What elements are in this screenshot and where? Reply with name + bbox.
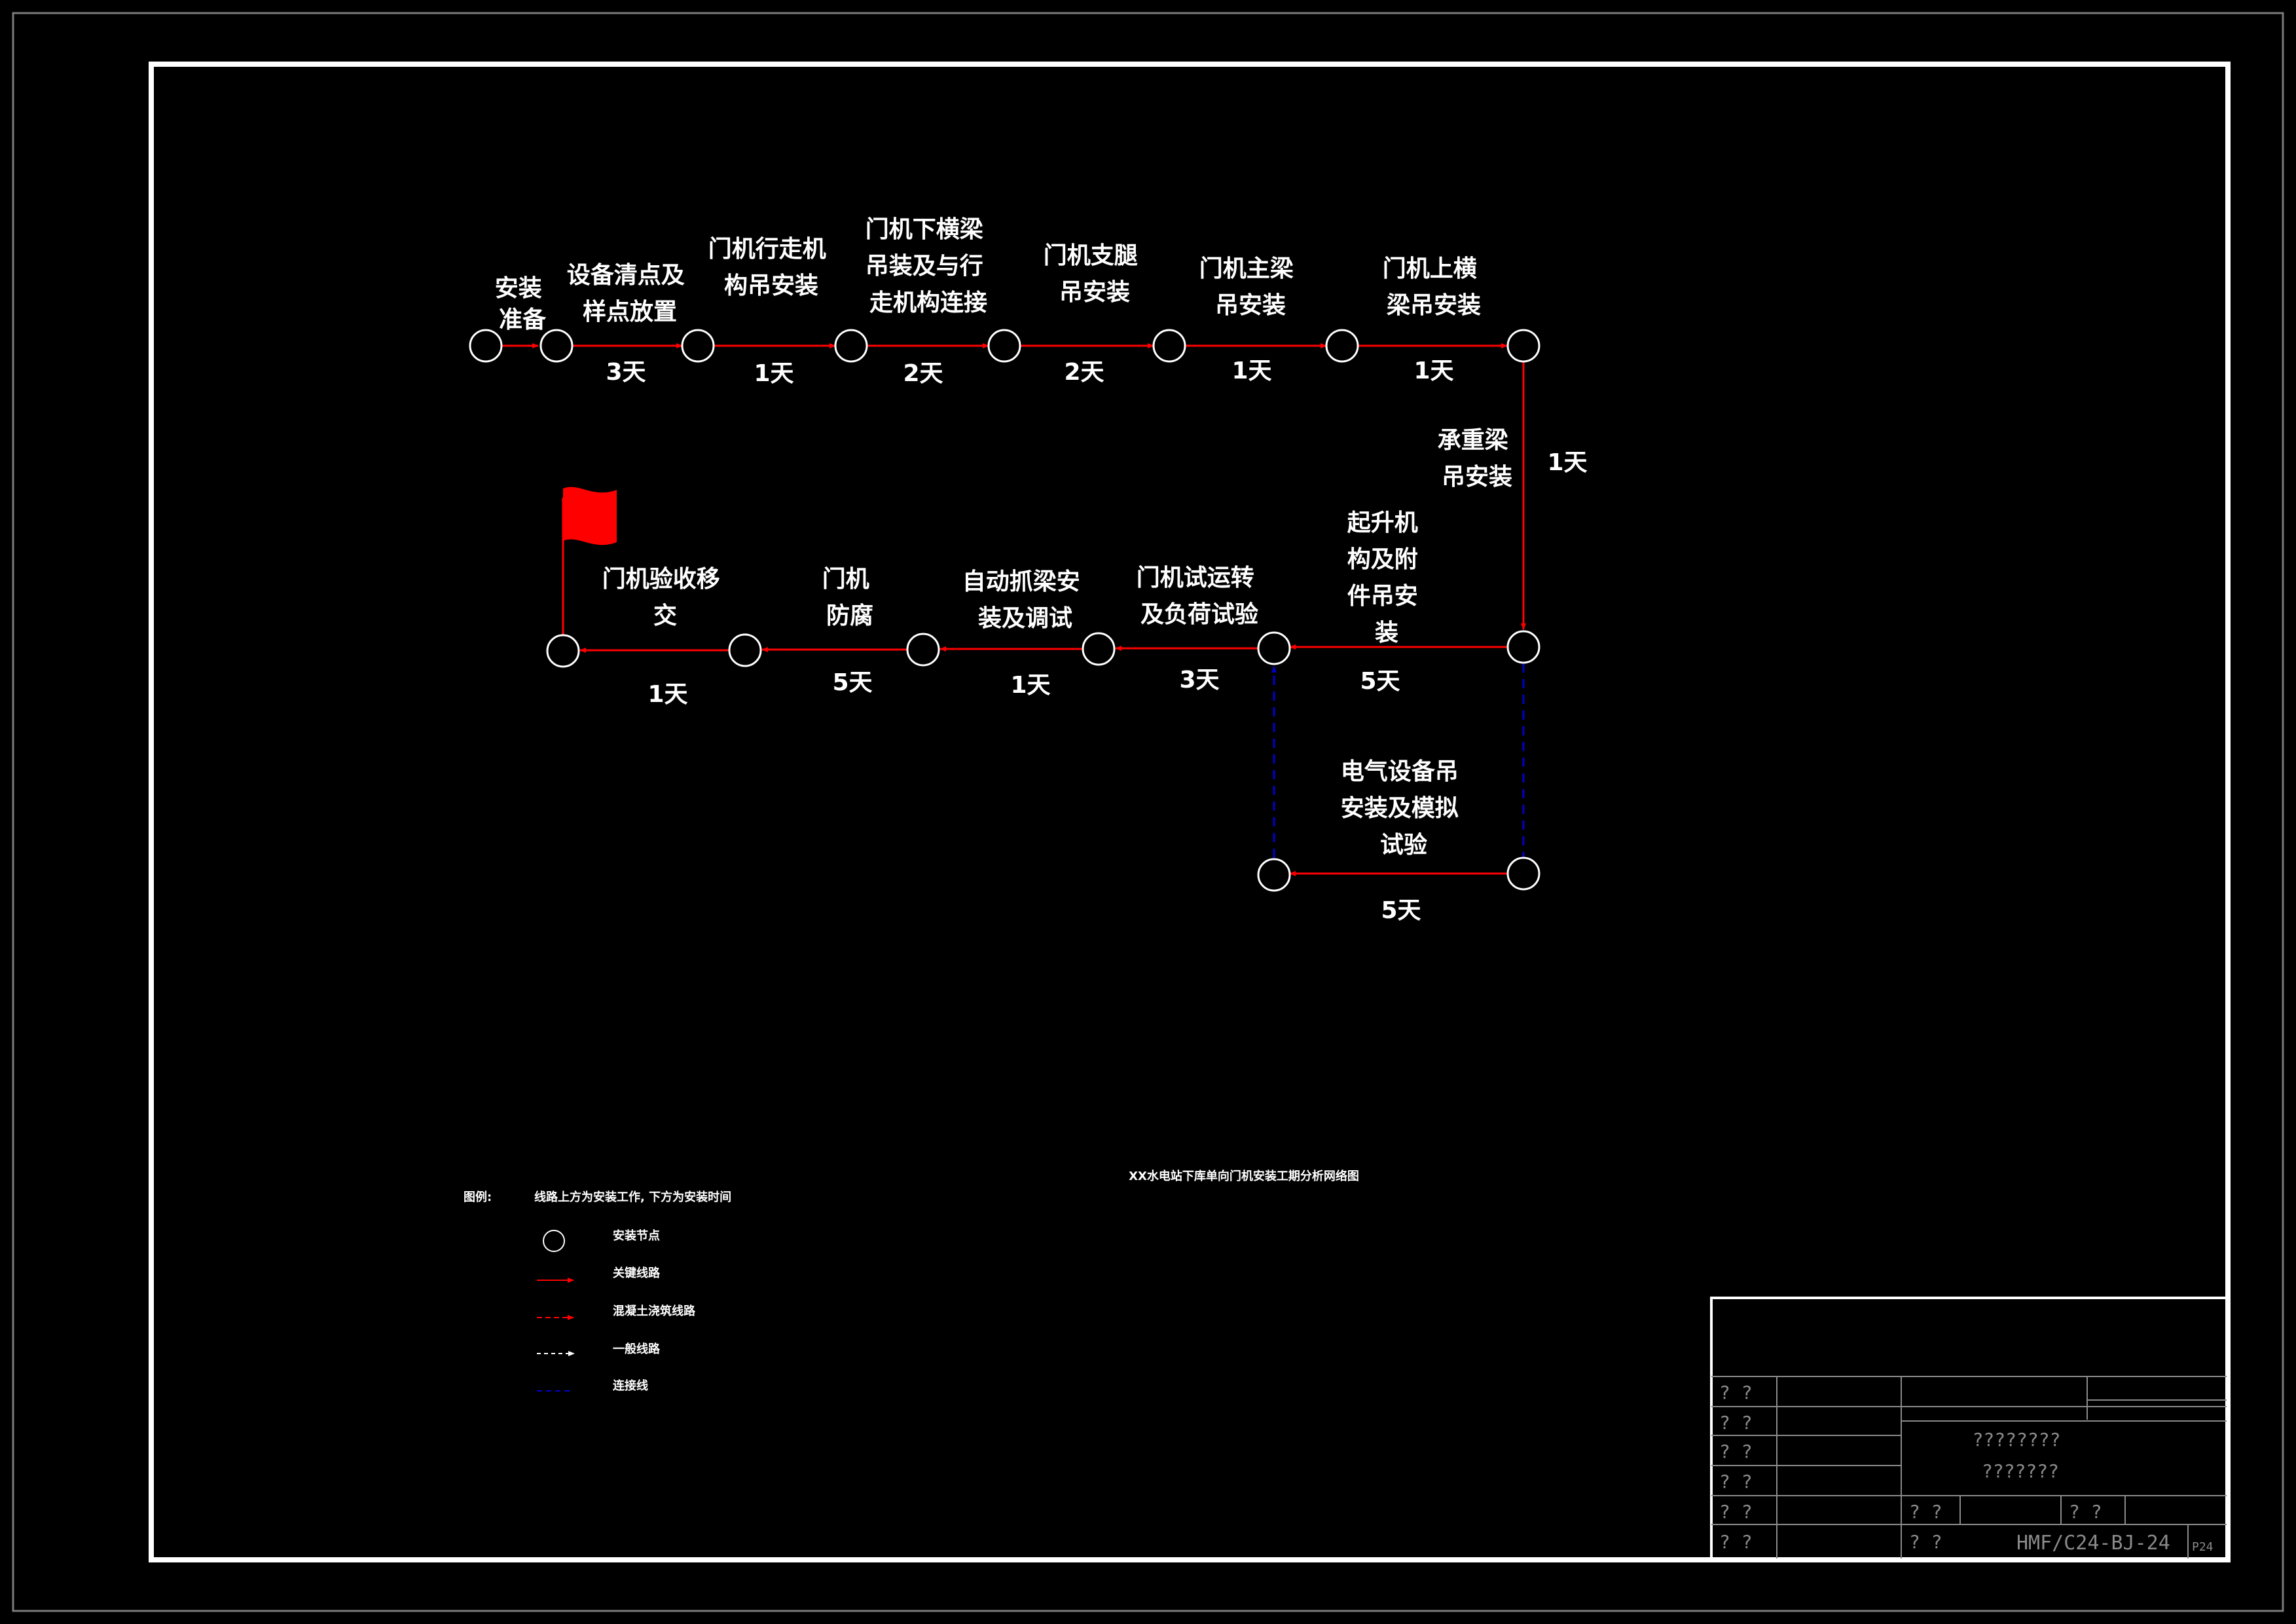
duration-label: 5天: [1360, 668, 1400, 695]
title-block-cell: ? ?: [1719, 1531, 1753, 1553]
nodes: [469, 329, 1540, 892]
legend-general-arrowhead: [568, 1351, 575, 1356]
legend-item: 关键线路: [613, 1266, 661, 1280]
duration-label: 5天: [832, 669, 872, 696]
legend-heading: 图例:: [464, 1190, 492, 1204]
drawing-code: HMF/C24-BJ-24: [2016, 1532, 2170, 1555]
title-block-cell: ? ?: [1719, 1471, 1753, 1492]
node: [728, 633, 762, 667]
activity-label: 承重梁 吊安装: [1438, 427, 1517, 490]
company-name: ????????: [1973, 1429, 2061, 1450]
title-block-cell: ? ?: [1909, 1531, 1942, 1553]
activity-label: 设备清点及 样点放置: [567, 262, 693, 325]
node: [546, 634, 580, 668]
node: [1082, 632, 1116, 666]
title-block-text: ? ? ? ? ? ? ? ? ? ? ? ? ? ? ? ? ? ? ????…: [1719, 1382, 2214, 1555]
duration-label: 1天: [647, 681, 687, 708]
activity-label: 电气设备吊 安装及模拟 试验: [1341, 758, 1467, 858]
node: [539, 329, 574, 363]
node: [834, 329, 868, 363]
activity-label: 门机主梁 吊安装: [1199, 255, 1302, 319]
node: [1257, 858, 1291, 892]
node: [1506, 329, 1540, 363]
duration-label: 1天: [1231, 358, 1271, 384]
drawing-name: ???????: [1982, 1460, 2059, 1482]
title-block: [1710, 1297, 2228, 1560]
node: [1325, 329, 1359, 363]
title-block-cell: ? ?: [1719, 1412, 1753, 1433]
title-block-cell: ? ?: [1719, 1441, 1753, 1462]
node: [469, 329, 503, 363]
title-block-cell: ? ?: [1719, 1382, 1753, 1403]
legend-item: 安装节点: [613, 1228, 660, 1243]
duration-label: 2天: [903, 360, 943, 387]
duration-label: 1天: [1547, 449, 1587, 476]
legend: 图例: 线路上方为安装工作, 下方为安装时间 安装节点 关键线路 混凝土浇筑线路…: [464, 1190, 731, 1393]
legend-item: 一般线路: [613, 1342, 661, 1356]
activity-label: 门机行走机 构吊安装: [708, 236, 835, 299]
node: [1257, 631, 1291, 665]
duration-label: 1天: [1010, 672, 1050, 699]
outer-frame: [12, 12, 2284, 1612]
legend-item: 连接线: [613, 1378, 648, 1393]
node: [906, 633, 940, 667]
duration-label: 5天: [1381, 897, 1421, 924]
legend-note: 线路上方为安装工作, 下方为安装时间: [534, 1190, 731, 1204]
finish-flag: [563, 487, 617, 545]
activity-label: 门机 防腐: [822, 566, 878, 629]
electrical-branch: [1271, 663, 1525, 876]
activity-label: 门机验收移 交: [602, 566, 729, 629]
activity-label: 安装 准备: [495, 275, 551, 333]
node: [987, 329, 1021, 363]
duration-label: 3天: [1179, 667, 1219, 693]
durations: 3天 1天 2天 2天 1天 1天 1天 5天 3天 1天 5天 1天 5天: [606, 358, 1587, 924]
activity-label: 门机试运转 及负荷试验: [1137, 564, 1263, 628]
node: [1506, 630, 1540, 664]
legend-item: 混凝土浇筑线路: [613, 1304, 696, 1318]
drawing-border: [149, 62, 2231, 1562]
node: [1152, 329, 1186, 363]
duration-label: 1天: [754, 360, 793, 387]
critical-path-bottom: [562, 487, 1508, 653]
duration-label: 1天: [1413, 358, 1453, 384]
legend-node-symbol: [543, 1230, 565, 1252]
activity-labels: 安装 准备 设备清点及 样点放置 门机行走机 构吊安装 门机下横梁 吊装及与行 …: [495, 216, 1517, 858]
activity-label: 门机支腿 吊安装: [1044, 242, 1146, 306]
title-block-cell: ? ?: [2069, 1501, 2102, 1522]
title-block-cell: ? ?: [1909, 1501, 1942, 1522]
page-number: P24: [2192, 1540, 2214, 1554]
title-block-cell: ? ?: [1719, 1501, 1753, 1522]
critical-path-top: [501, 343, 1526, 630]
node: [681, 329, 715, 363]
activity-label: 门机上横 梁吊安装: [1383, 255, 1485, 319]
node: [1506, 857, 1540, 891]
duration-label: 2天: [1064, 359, 1104, 386]
activity-label: 门机下横梁 吊装及与行 走机构连接: [866, 216, 992, 316]
activity-label: 起升机 构及附 件吊安 装: [1347, 509, 1427, 646]
activity-label: 自动抓梁安 装及调试: [962, 568, 1089, 632]
diagram-title: XX水电站下库单向门机安装工期分析网络图: [1129, 1169, 1359, 1183]
duration-label: 3天: [606, 359, 646, 386]
